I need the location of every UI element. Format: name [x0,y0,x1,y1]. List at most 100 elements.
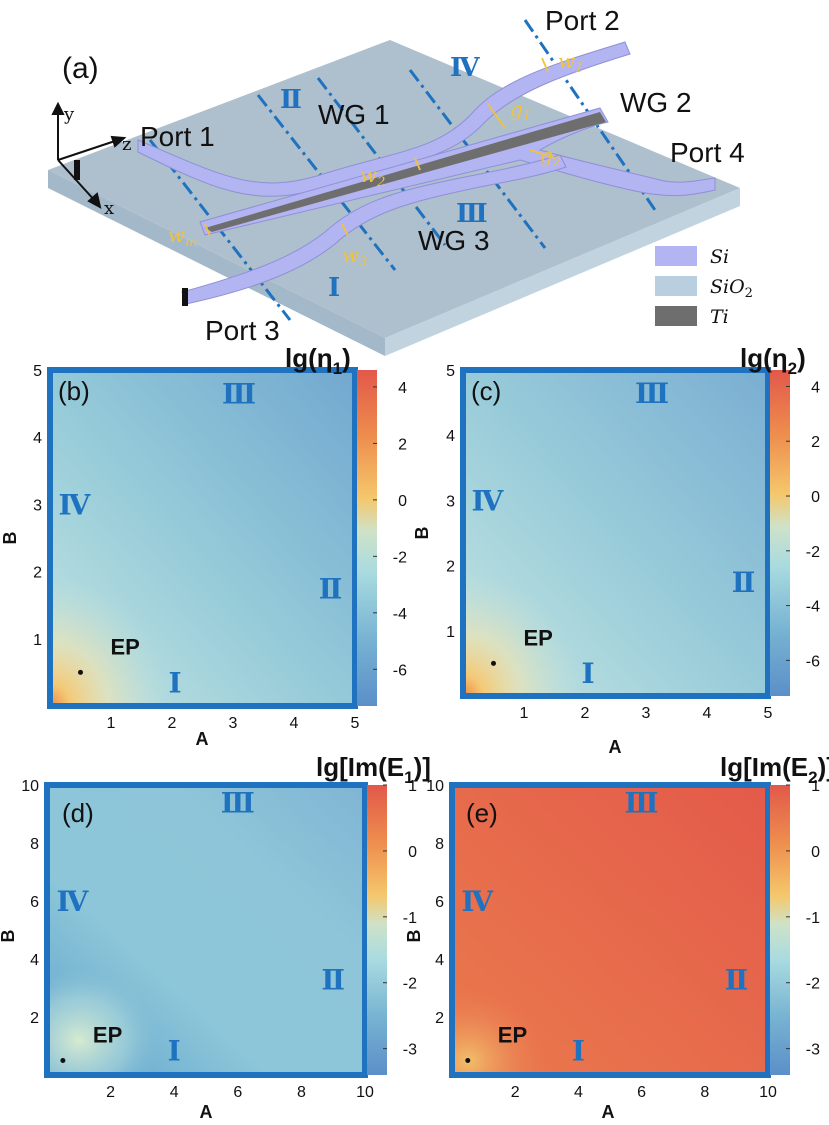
legend-label-sio2: SiO2 [710,276,753,301]
svg-text:g1: g1 [510,97,531,124]
xtick-label-e-0: 2 [511,1084,520,1101]
svg-text:g2: g2 [540,143,561,170]
colorbar-tick-label-c-5: -6 [806,653,820,670]
colorbar-tick-label-c-2: 0 [811,489,820,506]
xtick-label-c-4: 5 [764,705,773,722]
panel-d-letter: (d) [62,798,94,828]
waveguide-2 [199,107,716,236]
ytick-label-e-1: 4 [435,952,444,969]
heatmap-b-ep-glow [50,370,355,706]
xtick-label-b-0: 1 [107,715,116,732]
xtick-label-b-1: 2 [168,715,177,732]
svg-text:wm: wm [168,223,197,250]
region-label-e-1: Ⅳ [461,887,494,918]
colorbar-tick-label-d-3: -2 [403,976,417,993]
port-1-label: Port 1 [140,121,215,152]
colorbar-tick-label-e-1: 0 [811,844,820,861]
ep-point-b [78,669,83,675]
panel-e-ylabel: B [404,930,424,943]
port-1-cap [74,160,80,180]
region-label-b-0: Ⅲ [222,380,256,411]
ep-point-d [60,1058,66,1063]
ytick-label-b-2: 3 [33,497,42,514]
colorbar-tick-label-b-0: 4 [398,380,407,397]
panel-d-xlabel: A [200,1102,213,1122]
ep-label-d: EP [93,1023,122,1048]
panel-d-ylabel: B [0,930,18,943]
legend-swatch-sio2 [655,276,697,296]
legend-label-ti: Ti [710,306,729,328]
xtick-label-c-3: 4 [703,705,712,722]
xtick-label-e-3: 8 [700,1084,709,1101]
region-label-a-I: Ⅰ [328,273,340,302]
ytick-label-c-4: 5 [446,363,455,380]
ytick-label-d-0: 2 [30,1010,39,1027]
region-label-d-0: Ⅲ [221,788,255,819]
ytick-label-e-3: 8 [435,836,444,853]
svg-text:w1: w1 [558,49,583,76]
heatmap-e-ep-glow [452,785,768,1075]
colorbar-tick-label-c-4: -4 [806,599,820,616]
colorbar-tick-label-d-1: 0 [408,844,417,861]
heatmap-c-ep-glow [463,370,768,696]
coordinate-axes [51,101,127,209]
heatmap-d-frame [44,782,368,1078]
region-label-e-0: Ⅲ [625,788,659,819]
panel-b-ylabel: B [0,532,20,545]
region-label-c-0: Ⅲ [635,379,669,410]
panel-c-letter: (c) [471,376,501,406]
heatmap-e-frame [449,782,771,1078]
svg-text:w3: w3 [342,243,367,270]
axis-label-z: z [122,134,131,155]
port-3-label: Port 3 [205,315,280,346]
ep-point-c [491,660,496,666]
colorbar-c-title: lg(η2) [740,343,806,378]
ytick-label-e-2: 6 [435,894,444,911]
region-label-e-2: Ⅱ [725,965,749,996]
substrate-side-right [385,188,740,356]
xtick-label-b-2: 3 [229,715,238,732]
ytick-label-d-2: 6 [30,894,39,911]
xtick-label-d-0: 2 [106,1084,115,1101]
colorbar-tick-label-b-5: -6 [393,662,407,679]
colorbar-c [770,370,790,696]
ytick-label-e-4: 10 [426,778,444,795]
xtick-label-e-1: 4 [574,1084,583,1101]
axis-label-y: y [63,104,75,125]
ytick-label-c-0: 1 [446,624,455,641]
xtick-label-e-2: 6 [637,1084,646,1101]
ep-label-b: EP [111,634,140,659]
ytick-label-b-3: 4 [33,430,42,447]
colorbar-d-title: lg[Im(E1)] [316,752,431,787]
colorbar-b-title: lg(η1) [285,343,351,378]
xtick-label-e-4: 10 [759,1084,777,1101]
region-label-b-2: Ⅱ [319,574,343,605]
xtick-label-c-1: 2 [581,705,590,722]
ytick-label-c-1: 2 [446,559,455,576]
region-label-a-IV: Ⅳ [450,53,480,82]
colorbar-tick-label-e-2: -1 [806,910,820,927]
legend-label-si: Si [710,246,729,268]
port-4-label: Port 4 [670,137,745,168]
ytick-label-b-4: 5 [33,363,42,380]
legend-swatch-si [655,246,697,266]
panel-b-letter: (b) [58,376,90,406]
colorbar-tick-label-e-3: -2 [806,976,820,993]
region-label-d-3: Ⅰ [168,1036,181,1067]
xtick-label-d-2: 6 [233,1084,242,1101]
xtick-label-c-2: 3 [642,705,651,722]
region-label-a-II: Ⅱ [280,85,302,114]
region-label-b-1: Ⅳ [59,490,92,521]
xtick-label-d-1: 4 [170,1084,179,1101]
colorbar-tick-label-c-3: -2 [806,544,820,561]
ytick-label-b-0: 1 [33,632,42,649]
panel-c-ylabel: B [412,527,432,540]
heatmap-d-ep-glow [47,785,365,1075]
axis-label-x: x [104,198,114,219]
region-label-d-2: Ⅱ [321,965,345,996]
